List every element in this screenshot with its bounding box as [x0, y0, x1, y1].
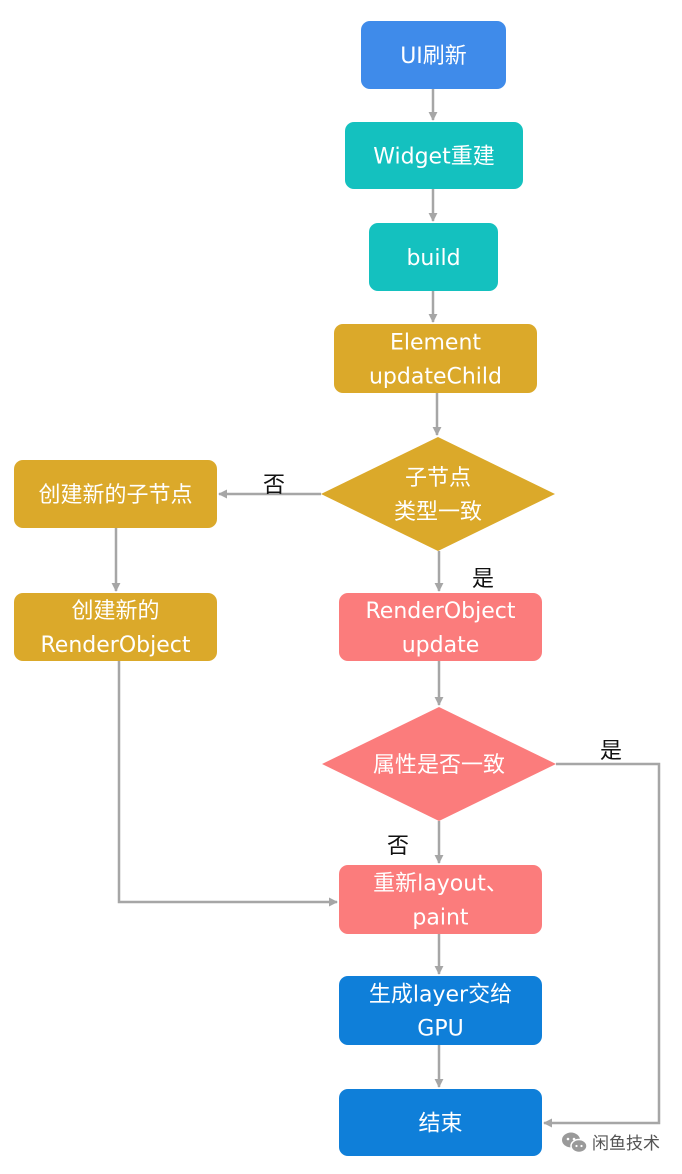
node-label: RenderObject [366, 599, 516, 624]
end-node: 结束 [339, 1089, 542, 1156]
node-label: 重新layout、 [373, 872, 508, 897]
box-shape [14, 593, 217, 661]
box-shape [334, 324, 537, 393]
edge-attrs-same-decision-to-end [543, 762, 661, 1128]
edge-label-yes: 是 [472, 567, 494, 592]
edge-label-no: 否 [387, 834, 409, 859]
node-label: updateChild [369, 365, 502, 390]
box-shape [14, 460, 217, 528]
attrs-same-decision-decision: 属性是否一致 [322, 707, 556, 821]
watermark: 闲鱼技术 [562, 1132, 660, 1154]
node-label: 子节点 [405, 466, 471, 491]
node-label: 结束 [418, 1112, 462, 1137]
node-label: Widget重建 [373, 145, 494, 170]
node-label: Element [390, 331, 481, 356]
node-label: UI刷新 [400, 44, 467, 69]
box-shape [339, 593, 542, 661]
edge-label-no: 否 [263, 473, 285, 498]
node-label: 生成layer交给 [369, 983, 512, 1008]
box-shape [369, 223, 498, 291]
edge-create-render-object-to-relayout-paint [117, 661, 338, 907]
render-object-update-node: RenderObject update [339, 593, 542, 661]
create-child-node: 创建新的子节点 [14, 460, 217, 528]
element-update-child-node: Element updateChild [334, 324, 537, 393]
gen-layer-node: 生成layer交给 GPU [339, 976, 542, 1045]
node-label: build [406, 246, 460, 271]
node-label: RenderObject [41, 633, 191, 658]
diamond-shape [321, 437, 555, 551]
widget-rebuild-node: Widget重建 [345, 122, 523, 189]
node-label: 类型一致 [394, 500, 482, 525]
box-shape [361, 21, 506, 89]
node-label: paint [412, 906, 469, 931]
node-label: 创建新的子节点 [38, 483, 192, 508]
node-label: GPU [417, 1017, 463, 1042]
node-label: 创建新的 [71, 599, 159, 624]
build-node: build [369, 223, 498, 291]
box-shape [345, 122, 523, 189]
node-label: update [402, 633, 480, 658]
box-shape [339, 1089, 542, 1156]
diamond-shape [322, 707, 556, 821]
relayout-paint-node: 重新layout、 paint [339, 865, 542, 934]
box-shape [339, 865, 542, 934]
node-label: 属性是否一致 [373, 753, 505, 778]
edges [111, 89, 661, 1128]
wechat-icon [562, 1132, 588, 1154]
box-shape [339, 976, 542, 1045]
create-render-object-node: 创建新的 RenderObject [14, 593, 217, 661]
edge-label-yes: 是 [600, 739, 622, 764]
ui-refresh-node: UI刷新 [361, 21, 506, 89]
watermark-text: 闲鱼技术 [592, 1134, 660, 1154]
